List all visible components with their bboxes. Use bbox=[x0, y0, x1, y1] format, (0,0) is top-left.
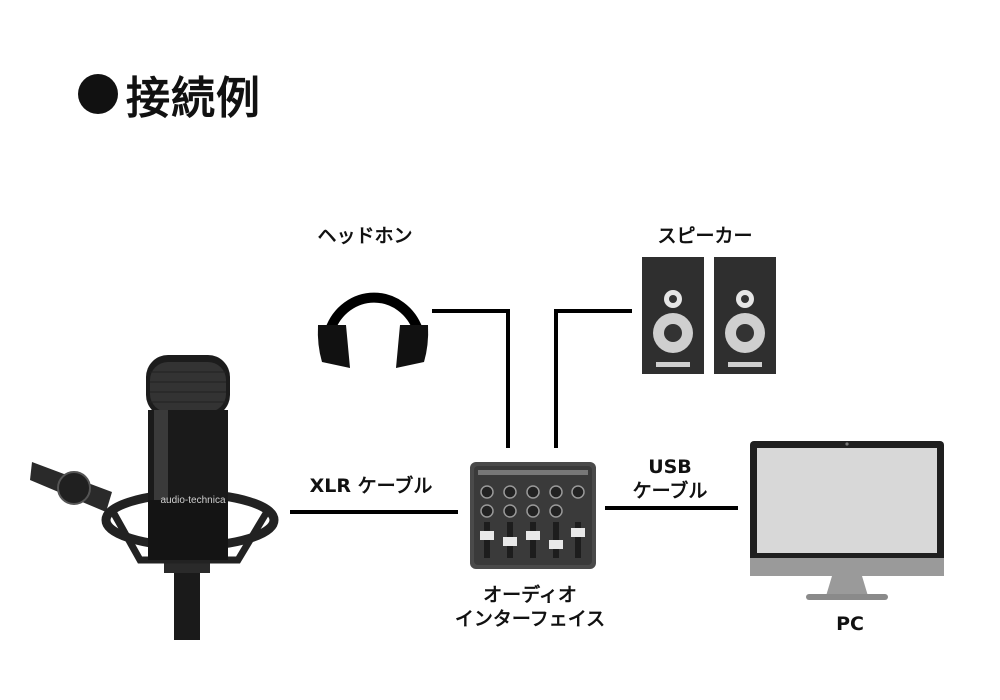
title-text: 接続例 bbox=[126, 73, 261, 124]
headphone-cable bbox=[432, 309, 510, 448]
usb-cable-label-line1: USB bbox=[648, 456, 692, 478]
pc-label: PC bbox=[836, 613, 864, 635]
microphone-icon bbox=[30, 355, 279, 640]
speaker-right-icon bbox=[714, 257, 776, 374]
speakers-label: スピーカー bbox=[657, 225, 753, 247]
bullet-icon bbox=[78, 74, 118, 114]
audio-interface-label-line2: インターフェイス bbox=[454, 608, 606, 630]
speaker-cable bbox=[554, 309, 632, 448]
page-title: 接続例 bbox=[78, 62, 261, 126]
xlr-cable-label: XLR ケーブル bbox=[309, 475, 433, 497]
audio-interface-label: オーディオ インターフェイス bbox=[440, 583, 620, 631]
audio-interface-label-line1: オーディオ bbox=[483, 584, 577, 606]
headphones-label: ヘッドホン bbox=[317, 225, 413, 247]
speaker-left-icon bbox=[642, 257, 704, 374]
audio-interface-icon bbox=[470, 462, 596, 569]
headphones-icon bbox=[317, 292, 429, 368]
usb-cable-label: USB ケーブル bbox=[605, 455, 735, 503]
connection-lines bbox=[290, 309, 738, 514]
usb-cable-label-line2: ケーブル bbox=[632, 480, 708, 502]
speakers-icon bbox=[642, 257, 776, 374]
pc-monitor-icon bbox=[750, 441, 944, 600]
